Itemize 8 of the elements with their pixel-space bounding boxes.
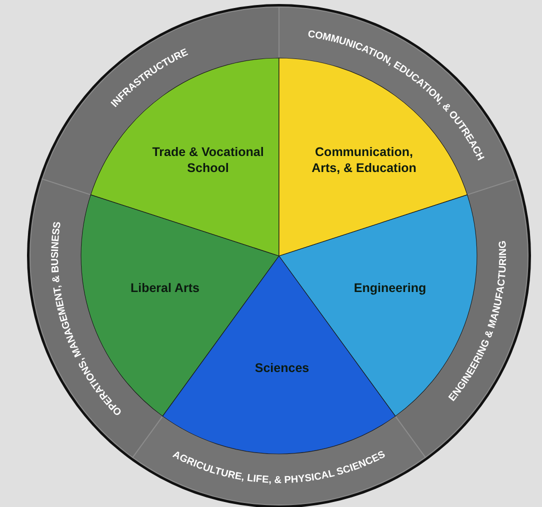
wedge-label: Engineering: [354, 281, 426, 295]
wedge-label: Communication, Arts, & Education: [312, 145, 416, 175]
wedge-label: Liberal Arts: [130, 281, 200, 295]
wedge-label: Trade & Vocational School: [152, 145, 264, 175]
ring-segment: [42, 6, 280, 196]
wedge-label: Sciences: [254, 361, 310, 375]
ring-segment: [278, 6, 516, 196]
ring-segment: [132, 416, 426, 506]
